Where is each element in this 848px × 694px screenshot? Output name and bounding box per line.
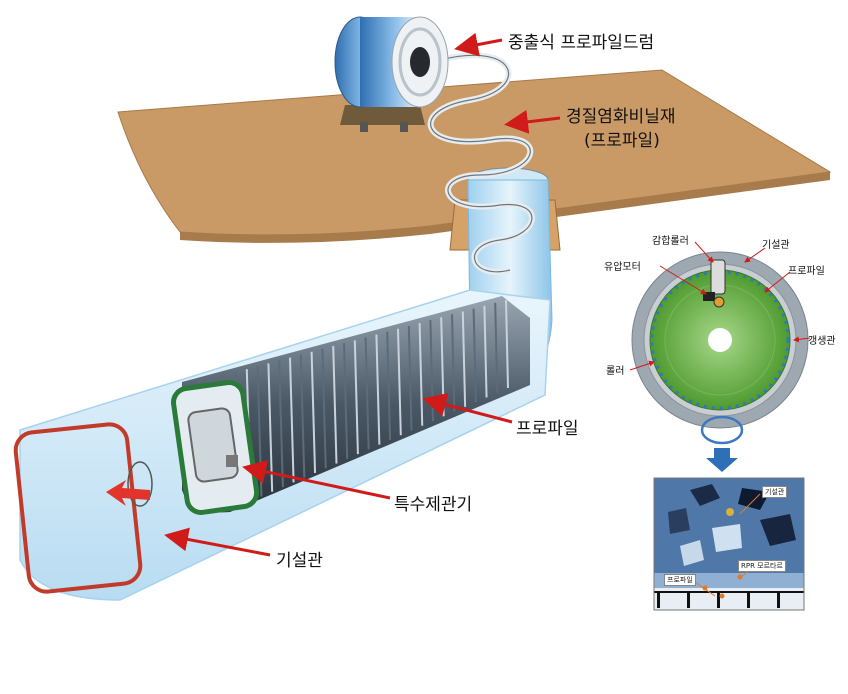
ground-edge [180, 172, 830, 243]
label-pvc-profile: (프로파일) [584, 131, 660, 151]
profile-rib [343, 343, 349, 459]
profile-rib [505, 299, 509, 389]
profile-rib [451, 314, 456, 412]
label-profile-drum: 중출식 프로파일드럼 [508, 33, 655, 53]
direction-arrow [106, 480, 150, 506]
cross-section [631, 251, 809, 429]
arrow-profile [422, 392, 513, 424]
inset-label-renewed-pipe: 갱생관 [808, 336, 836, 347]
profile-rib [461, 311, 467, 407]
rotation-arrow [127, 461, 153, 507]
detail-callout-circle [700, 415, 744, 445]
inset-label-profile: 프로파일 [788, 266, 825, 277]
inset-label-old-pipe: 기설관 [762, 240, 790, 251]
leader-hydraulic-motor [659, 265, 707, 295]
profile-rib [332, 346, 338, 464]
detail-label-rpr-mortar: RPR 모르타르 [738, 560, 786, 572]
label-profile: 프로파일 [516, 419, 579, 439]
arrow-existing-pipe [164, 527, 271, 557]
detail-down-arrow [706, 448, 738, 472]
profile-strip-shadow [430, 54, 533, 273]
machine-head [226, 455, 238, 467]
arrow-drum [454, 32, 503, 57]
profile-drum [334, 16, 449, 132]
profile-rib [278, 360, 284, 488]
detail-label-old-pipe: 기설관 [762, 486, 788, 498]
leader-renewed-pipe [793, 336, 811, 343]
arrow-machine [242, 459, 391, 500]
inset-label-hydraulic-motor: 유압모터 [604, 262, 641, 273]
detail-leader-profile [694, 581, 716, 597]
profile-rib [321, 348, 327, 469]
detail-frame [653, 477, 805, 611]
profile-rib [386, 331, 392, 440]
profile-rib [289, 357, 295, 483]
arrow-pvc [504, 109, 561, 134]
profile-rib [375, 334, 381, 445]
winding-machine [187, 407, 239, 483]
profile-rib [310, 351, 317, 473]
profile-rib [267, 363, 274, 492]
leader-old-pipe [744, 247, 766, 263]
profile-rib [418, 323, 424, 426]
profile-rib [397, 328, 402, 436]
profile-rib [364, 337, 370, 450]
inset-label-roller: 롤러 [606, 366, 625, 377]
ground-surface [117, 69, 832, 236]
profile-rib [483, 305, 488, 398]
label-winding-machine: 특수제관기 [394, 495, 473, 515]
leader-pressure-roller [694, 241, 714, 263]
detail-leader-old-pipe [739, 493, 761, 515]
profile-rib [472, 308, 477, 403]
detail-label-profile: 프로파일 [664, 574, 696, 586]
inset-label-pressure-roller: 감합롤러 [652, 236, 689, 247]
profile-rib [494, 302, 499, 393]
label-pvc-material: 경질염화비닐재 [566, 107, 676, 127]
leader-profile [764, 271, 791, 293]
label-existing-pipe: 기설관 [276, 551, 323, 571]
profile-rib [353, 340, 359, 455]
profile-rib [299, 354, 306, 478]
profile-rib [407, 325, 413, 431]
leader-roller [629, 360, 655, 371]
